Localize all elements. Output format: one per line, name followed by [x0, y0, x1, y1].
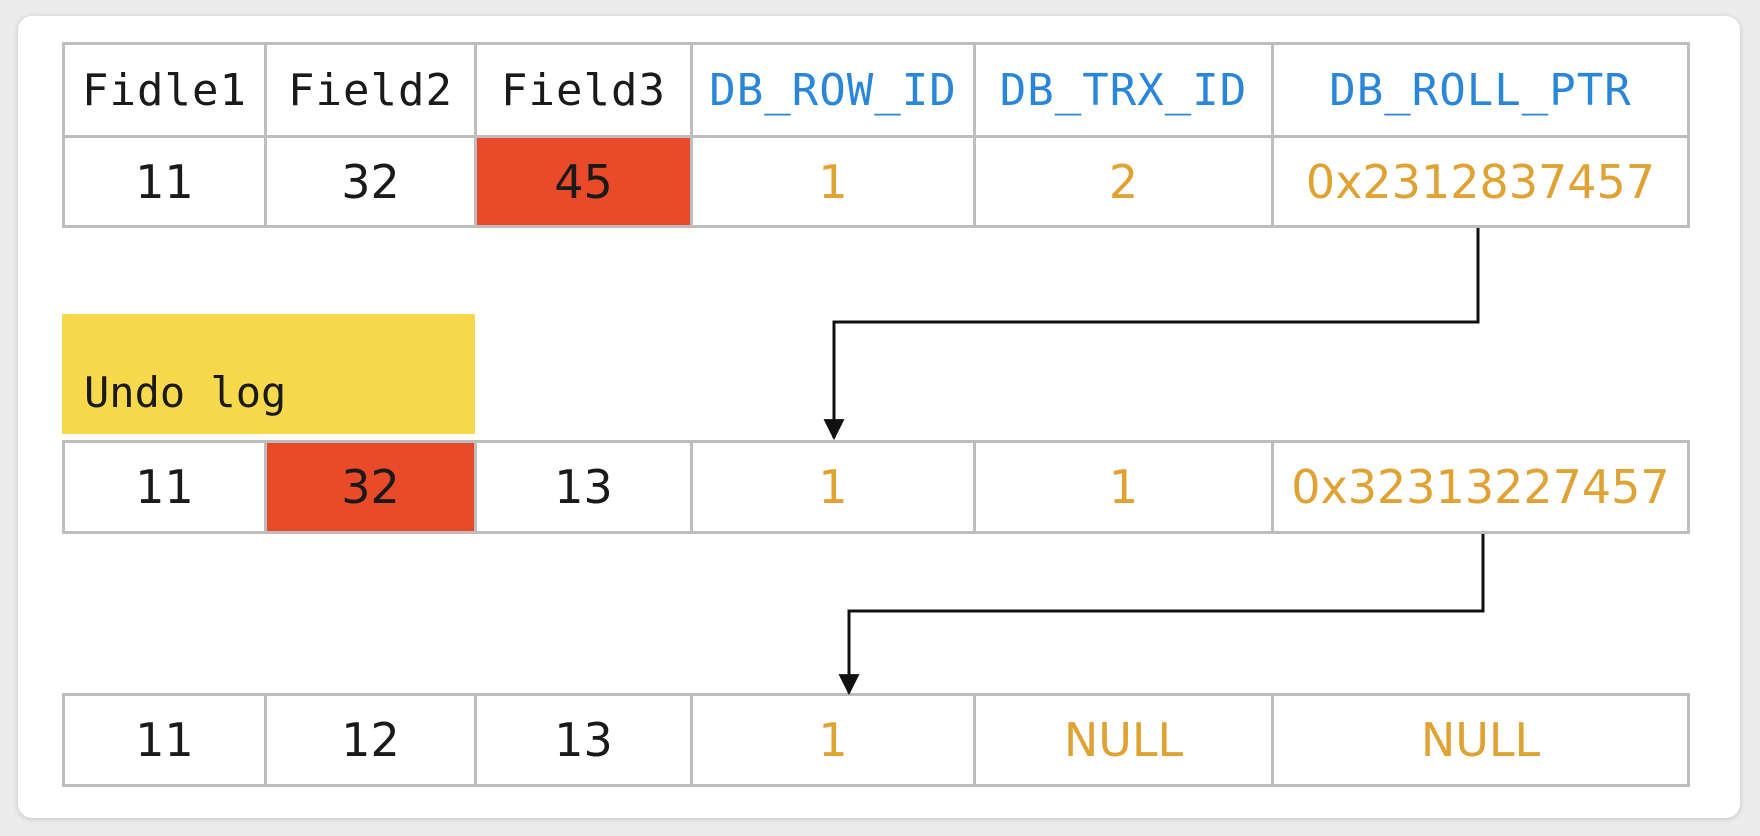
header-db-roll-ptr: DB_ROLL_PTR — [1271, 42, 1690, 138]
header-db-trx-id: DB_TRX_ID — [973, 42, 1274, 138]
current-db-trx-id: 2 — [973, 135, 1274, 228]
undo2-db-trx-id: NULL — [973, 693, 1274, 787]
undo2-db-row-id: 1 — [690, 693, 976, 787]
current-db-row-id: 1 — [690, 135, 976, 228]
current-field3-changed: 45 — [474, 135, 693, 228]
undo1-db-roll-ptr: 0x32313227457 — [1271, 440, 1690, 534]
undo2-field2: 12 — [264, 693, 477, 787]
undo-row-1: 11 32 13 1 1 0x32313227457 — [62, 440, 1690, 534]
undo1-field2-changed: 32 — [264, 440, 477, 534]
header-row: Fidle1 Field2 Field3 DB_ROW_ID DB_TRX_ID… — [62, 42, 1690, 138]
undo-row-2: 11 12 13 1 NULL NULL — [62, 693, 1690, 787]
undo2-field3: 13 — [474, 693, 693, 787]
undo1-field3: 13 — [474, 440, 693, 534]
undo-log-label: Undo log — [62, 314, 475, 434]
roll-ptr-arrow-1 — [823, 228, 1480, 441]
header-fidle1: Fidle1 — [62, 42, 267, 138]
current-field2: 32 — [264, 135, 477, 228]
undo2-db-roll-ptr: NULL — [1271, 693, 1690, 787]
current-db-roll-ptr: 0x2312837457 — [1271, 135, 1690, 228]
undo2-field1: 11 — [62, 693, 267, 787]
roll-ptr-arrow-2 — [838, 534, 1485, 696]
undo1-db-trx-id: 1 — [973, 440, 1274, 534]
current-row: 11 32 45 1 2 0x2312837457 — [62, 135, 1690, 228]
